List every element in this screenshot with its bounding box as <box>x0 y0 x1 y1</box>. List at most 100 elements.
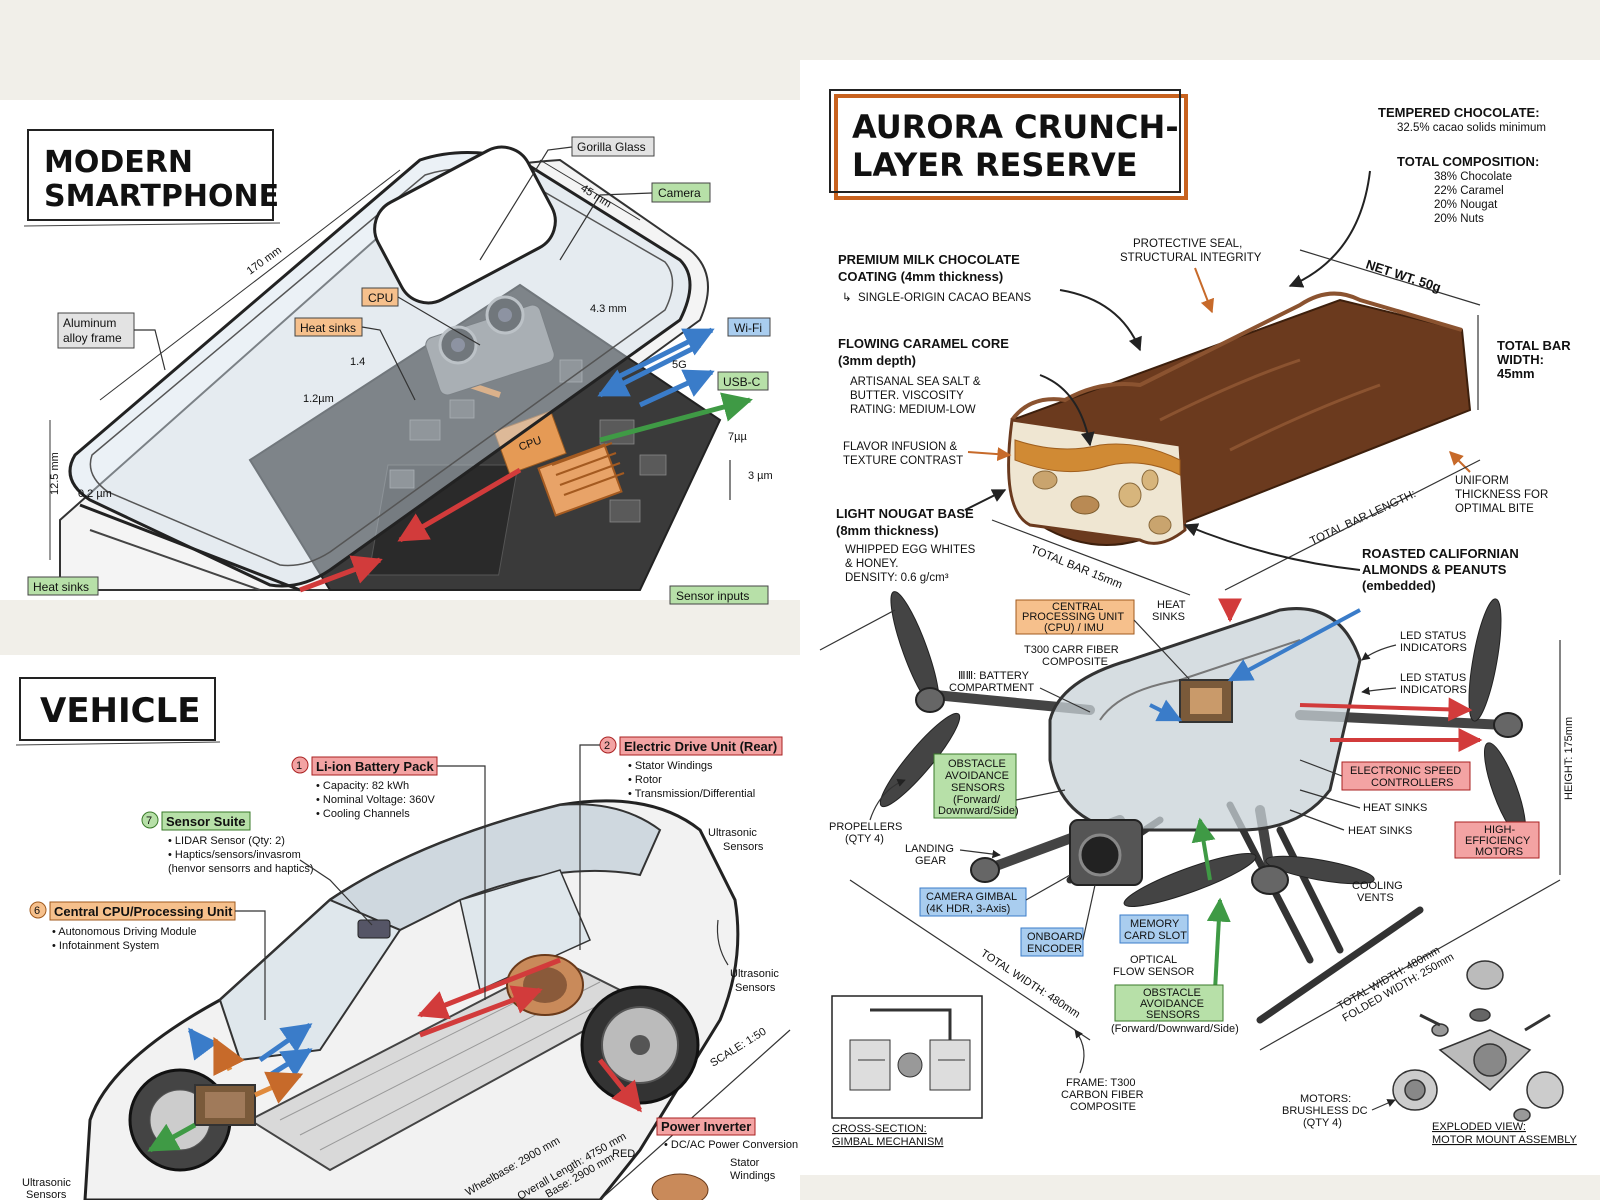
svg-text:• Infotainment System: • Infotainment System <box>52 940 159 952</box>
nougat-sub-3: DENSITY: 0.6 g/cm³ <box>845 572 949 584</box>
svg-text:MEMORY: MEMORY <box>1130 918 1180 930</box>
svg-text:SENSORS: SENSORS <box>1146 1009 1200 1021</box>
svg-text:• DC/AC Power Conversion: • DC/AC Power Conversion <box>664 1139 798 1151</box>
nougat-sub-2: & HONEY. <box>845 558 898 570</box>
svg-text:7: 7 <box>146 815 152 827</box>
led-1b: INDICATORS <box>1400 642 1467 654</box>
ultrasonic-top-2: Sensors <box>723 841 764 853</box>
dim-3um: 3 µm <box>748 470 773 482</box>
svg-text:VEHICLE: VEHICLE <box>40 691 201 731</box>
nougat-2: (8mm thickness) <box>836 523 939 538</box>
composition-item: 38% Chocolate <box>1434 171 1512 183</box>
label-sensor-inputs: Sensor inputs <box>669 585 769 605</box>
motors-bl-1: MOTORS: <box>1300 1093 1351 1105</box>
drone-panel: CENTRAL PROCESSING UNIT (CPU) / IMU HEAT… <box>800 591 1600 1175</box>
drone-heat-1: HEAT <box>1157 599 1186 611</box>
svg-text:Wi-Fi: Wi-Fi <box>734 321 762 335</box>
drone-obstacle-bottom: OBSTACLE AVOIDANCE SENSORS (Forward/Down… <box>1111 984 1239 1035</box>
svg-text:alloy frame: alloy frame <box>63 331 122 345</box>
label-usbc: USB-C <box>717 371 769 391</box>
callout-battery: 1 Li-ion Battery Pack • Capacity: 82 kWh… <box>291 756 486 1000</box>
svg-text:• Rotor: • Rotor <box>628 774 662 786</box>
svg-text:(4K HDR, 3-Axis): (4K HDR, 3-Axis) <box>926 903 1010 915</box>
drone-illustration <box>879 591 1526 1024</box>
svg-text:AVOIDANCE: AVOIDANCE <box>945 770 1009 782</box>
label-cpu: CPU <box>361 287 481 346</box>
drone-carbon-1: T300 CARR FIBER <box>1024 644 1119 656</box>
svg-text:AVOIDANCE: AVOIDANCE <box>1140 998 1204 1010</box>
svg-text:ELECTRONIC SPEED: ELECTRONIC SPEED <box>1350 765 1461 777</box>
drone-gimbal-label: CAMERA GIMBAL (4K HDR, 3-Axis) <box>919 874 1071 917</box>
nougat-1: LIGHT NOUGAT BASE <box>836 506 974 521</box>
composition-title: TOTAL COMPOSITION: <box>1397 154 1539 169</box>
svg-text:Heat sinks: Heat sinks <box>33 580 89 594</box>
vehicle-panel: VEHICLE <box>0 655 800 1200</box>
drone-optical-1: OPTICAL <box>1130 954 1177 966</box>
stator-2: Windings <box>730 1170 776 1182</box>
svg-text:ENCODER: ENCODER <box>1027 943 1082 955</box>
dim-4-3: 4.3 mm <box>590 303 627 315</box>
vehicle-title: VEHICLE <box>15 677 221 746</box>
ultrasonic-bot-2: Sensors <box>26 1189 67 1200</box>
svg-text:↳: ↳ <box>842 292 852 304</box>
caramel-2: (3mm depth) <box>838 353 916 368</box>
callout-sensor-suite: 7 Sensor Suite • LIDAR Sensor (Qty: 2) •… <box>141 811 373 926</box>
svg-text:CENTRAL: CENTRAL <box>1052 601 1103 613</box>
svg-text:• LIDAR Sensor (Qty: 2): • LIDAR Sensor (Qty: 2) <box>168 835 285 847</box>
uniform-3: OPTIMAL BITE <box>1455 503 1534 515</box>
motor-exploded-view <box>1392 960 1564 1122</box>
seal-1: PROTECTIVE SEAL, <box>1133 238 1242 250</box>
drone-battery-1: ⅢⅢ: BATTERY <box>958 670 1030 682</box>
svg-text:• Autonomous Driving Module: • Autonomous Driving Module <box>52 926 196 938</box>
drone-height: HEIGHT: 175mm <box>1563 717 1575 800</box>
svg-text:PROCESSING UNIT: PROCESSING UNIT <box>1022 611 1124 623</box>
dim-12-5: 12.5 mm <box>49 452 61 495</box>
almonds-3: (embedded) <box>1362 578 1436 593</box>
drone-esc-label: ELECTRONIC SPEED CONTROLLERS <box>1299 759 1471 791</box>
drone-memory-label: MEMORY CARD SLOT <box>1119 914 1189 944</box>
camera-module <box>425 295 555 396</box>
svg-text:OBSTACLE: OBSTACLE <box>948 758 1006 770</box>
label-5g: 5G <box>672 359 687 371</box>
svg-text:• Stator Windings: • Stator Windings <box>628 760 713 772</box>
led-2b: INDICATORS <box>1400 684 1467 696</box>
svg-text:CARD SLOT: CARD SLOT <box>1124 930 1187 942</box>
svg-text:• Haptics/sensors/invasrom: • Haptics/sensors/invasrom <box>168 849 301 861</box>
smartphone-title: MODERN SMARTPHONE <box>23 129 281 227</box>
svg-text:Central CPU/Processing Unit: Central CPU/Processing Unit <box>54 904 233 919</box>
tempered-title: TEMPERED CHOCOLATE: <box>1378 105 1540 120</box>
drone-cooling-1: COOLING <box>1352 880 1403 892</box>
led-1a: LED STATUS <box>1400 630 1466 642</box>
svg-text:LAYER RESERVE: LAYER RESERVE <box>852 146 1138 184</box>
premium-sub: SINGLE-ORIGIN CACAO BEANS <box>858 292 1032 304</box>
svg-text:Sensor inputs: Sensor inputs <box>676 589 749 603</box>
svg-text:(CPU) / IMU: (CPU) / IMU <box>1044 622 1104 634</box>
composition-item: 20% Nuts <box>1434 213 1484 225</box>
exploded-1: EXPLODED VIEW: <box>1432 1121 1526 1133</box>
label-heat-sinks-bottom: Heat sinks <box>27 576 99 596</box>
svg-text:6: 6 <box>34 905 40 917</box>
ultrasonic-mid-1: Ultrasonic <box>730 968 779 980</box>
svg-text:Power Inverter: Power Inverter <box>661 1119 751 1134</box>
flavor-2: TEXTURE CONTRAST <box>843 455 963 467</box>
premium-1: PREMIUM MILK CHOCOLATE <box>838 252 1020 267</box>
motors-bl-3: (QTY 4) <box>1303 1117 1342 1129</box>
callout-cpu: 6 Central CPU/Processing Unit • Autonomo… <box>29 901 266 1020</box>
svg-text:Aluminum: Aluminum <box>63 316 116 330</box>
cpu-chip: CPU <box>493 410 567 475</box>
caramel-sub-1: ARTISANAL SEA SALT & <box>850 376 981 388</box>
drone-prop-1: PROPELLERS <box>829 821 902 833</box>
almonds-1: ROASTED CALIFORNIAN <box>1362 546 1519 561</box>
dim-1-4: 1.4 <box>350 356 365 368</box>
vehicle-arrows <box>147 957 642 1153</box>
motors-bl-2: BRUSHLESS DC <box>1282 1105 1368 1117</box>
svg-text:AURORA CRUNCH-: AURORA CRUNCH- <box>852 108 1179 146</box>
drone-encoder-label: ONBOARD ENCODER <box>1020 884 1096 957</box>
svg-text:CPU: CPU <box>368 291 393 305</box>
svg-text:HIGH-: HIGH- <box>1484 824 1516 836</box>
cross-2: GIMBAL MECHANISM <box>832 1136 943 1148</box>
drone-cooling-2: VENTS <box>1357 892 1394 904</box>
ultrasonic-mid-2: Sensors <box>735 982 776 994</box>
